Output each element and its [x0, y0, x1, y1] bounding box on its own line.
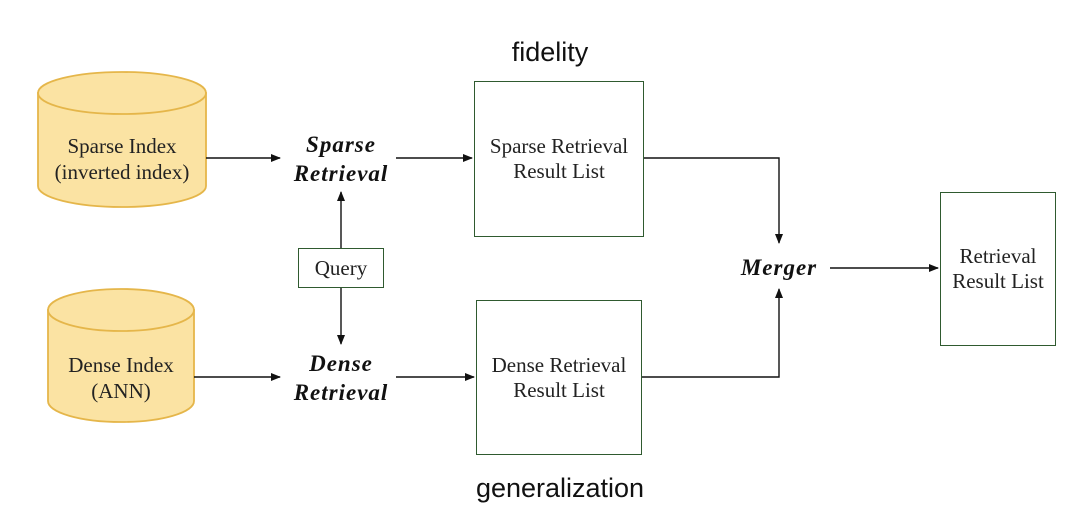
sparse-index-title: Sparse Index [67, 134, 177, 158]
dense-index-label: Dense Index (ANN) [48, 352, 194, 405]
dense-result-list-line1: Dense Retrieval [491, 352, 627, 377]
final-result-list-line1: Retrieval [959, 244, 1037, 268]
final-result-list-box: Retrieval Result List [940, 192, 1056, 346]
arrow-sparse-list-to-merger [644, 157, 783, 244]
arrow-dense-list-to-merger [642, 288, 783, 378]
final-result-list-line2: Result List [952, 269, 1044, 293]
sparse-result-list-box: Sparse Retrieval Result List [474, 81, 644, 237]
sparse-index-subtitle: (inverted index) [54, 160, 190, 185]
sparse-result-list-line2: Result List [513, 159, 605, 183]
sparse-retrieval-node: Sparse Retrieval [282, 131, 400, 189]
dense-result-list-line2: Result List [513, 377, 605, 402]
dense-index-cylinder [47, 288, 195, 423]
merger-node: Merger [740, 255, 818, 280]
dense-index-title: Dense Index [68, 353, 174, 377]
query-box: Query [298, 248, 384, 288]
sparse-retrieval-line2: Retrieval [293, 160, 389, 186]
generalization-label: generalization [475, 473, 645, 503]
dense-retrieval-line2: Retrieval [293, 379, 389, 405]
dense-retrieval-node: Dense Retrieval [282, 350, 400, 408]
dense-index-subtitle: (ANN) [91, 379, 151, 404]
sparse-index-cylinder [37, 71, 207, 208]
sparse-retrieval-line1: Sparse [306, 132, 376, 157]
dense-result-list-box: Dense Retrieval Result List [476, 300, 642, 455]
fidelity-label: fidelity [511, 37, 589, 67]
dense-retrieval-line1: Dense [309, 351, 373, 376]
sparse-index-label: Sparse Index (inverted index) [38, 133, 206, 186]
query-label: Query [314, 255, 368, 280]
sparse-result-list-line1: Sparse Retrieval [489, 134, 629, 158]
